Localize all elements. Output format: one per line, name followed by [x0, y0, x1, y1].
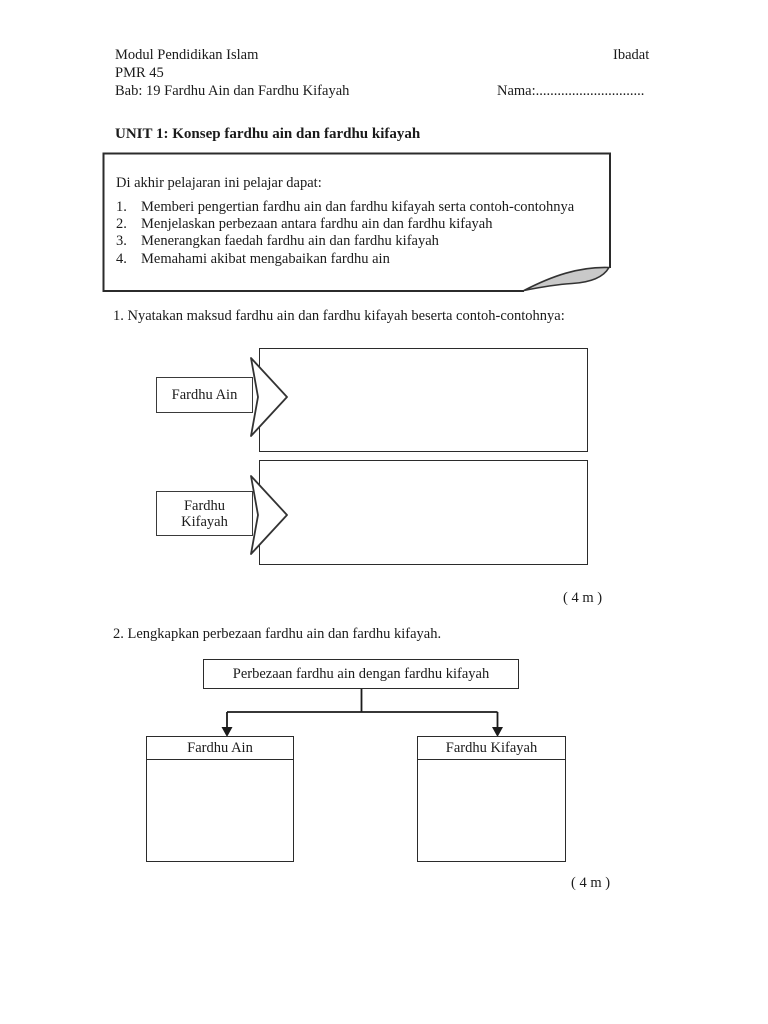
answer-box-fardhu-kifayah[interactable] — [259, 460, 588, 565]
question2-marks: ( 4 m ) — [571, 875, 611, 891]
question2-text: 2. Lengkapkan perbezaan fardhu ain dan f… — [113, 626, 442, 642]
answer-area-fardhu-ain[interactable] — [147, 761, 293, 861]
objectives-list: 1. Memberi pengertian fardhu ain dan far… — [116, 199, 596, 268]
block-arrow-icon — [250, 475, 288, 555]
objective-number: 3. — [116, 233, 127, 250]
header-code: PMR 45 — [115, 65, 164, 81]
label-fardhu-ain: Fardhu Ain — [156, 377, 253, 413]
answer-box-fardhu-ain[interactable] — [259, 348, 588, 452]
table-header-fardhu-kifayah: Fardhu Kifayah — [418, 737, 565, 760]
table-header-fardhu-ain: Fardhu Ain — [147, 737, 293, 760]
unit-title: UNIT 1: Konsep fardhu ain dan fardhu kif… — [115, 126, 421, 142]
objective-number: 1. — [116, 199, 127, 215]
objective-number: 2. — [116, 216, 127, 233]
objective-item: 4. Memahami akibat mengabaikan fardhu ai… — [116, 251, 596, 268]
objective-item: 3. Menerangkan faedah fardhu ain dan far… — [116, 233, 596, 250]
header-module-title: Modul Pendidikan Islam — [115, 47, 259, 63]
objective-item: 1. Memberi pengertian fardhu ain dan far… — [116, 199, 596, 216]
folded-corner-icon — [523, 266, 610, 292]
answer-area-fardhu-kifayah[interactable] — [418, 761, 565, 861]
label-fardhu-ain-text: Fardhu Ain — [171, 387, 238, 403]
objective-text: Menerangkan faedah fardhu ain dan fardhu… — [141, 233, 439, 250]
objectives-intro: Di akhir pelajaran ini pelajar dapat: — [116, 175, 322, 191]
diagram-title-text: Perbezaan fardhu ain dengan fardhu kifay… — [232, 665, 490, 682]
label-fardhu-kifayah-line2: Kifayah — [181, 513, 228, 530]
question1-marks: ( 4 m ) — [563, 590, 603, 606]
table-fardhu-ain: Fardhu Ain — [146, 736, 294, 862]
objective-number: 4. — [116, 250, 127, 267]
question1-text: 1. Nyatakan maksud fardhu ain dan fardhu… — [113, 308, 565, 324]
objective-text: Memberi pengertian fardhu ain dan fardhu… — [141, 199, 575, 215]
down-arrowhead-icon — [221, 727, 233, 737]
objective-text: Menjelaskan perbezaan antara fardhu ain … — [141, 216, 493, 233]
table-fardhu-kifayah: Fardhu Kifayah — [417, 736, 566, 862]
down-arrowhead-icon — [492, 727, 503, 737]
down-arrow-connector — [221, 689, 503, 737]
block-arrow-icon — [250, 357, 288, 437]
objectives-box — [102, 152, 611, 292]
diagram-title-box: Perbezaan fardhu ain dengan fardhu kifay… — [203, 659, 519, 689]
table-header-text: Fardhu Kifayah — [445, 739, 538, 756]
header-subject: Ibadat — [613, 47, 650, 63]
label-fardhu-kifayah: Fardhu Kifayah — [156, 491, 253, 536]
header-name-field: Nama:.............................. — [497, 83, 645, 99]
table-header-text: Fardhu Ain — [187, 739, 253, 756]
header-chapter: Bab: 19 Fardhu Ain dan Fardhu Kifayah — [115, 83, 350, 99]
label-fardhu-kifayah-line1: Fardhu — [183, 497, 226, 514]
objective-item: 2. Menjelaskan perbezaan antara fardhu a… — [116, 216, 596, 233]
objective-text: Memahami akibat mengabaikan fardhu ain — [141, 250, 390, 267]
